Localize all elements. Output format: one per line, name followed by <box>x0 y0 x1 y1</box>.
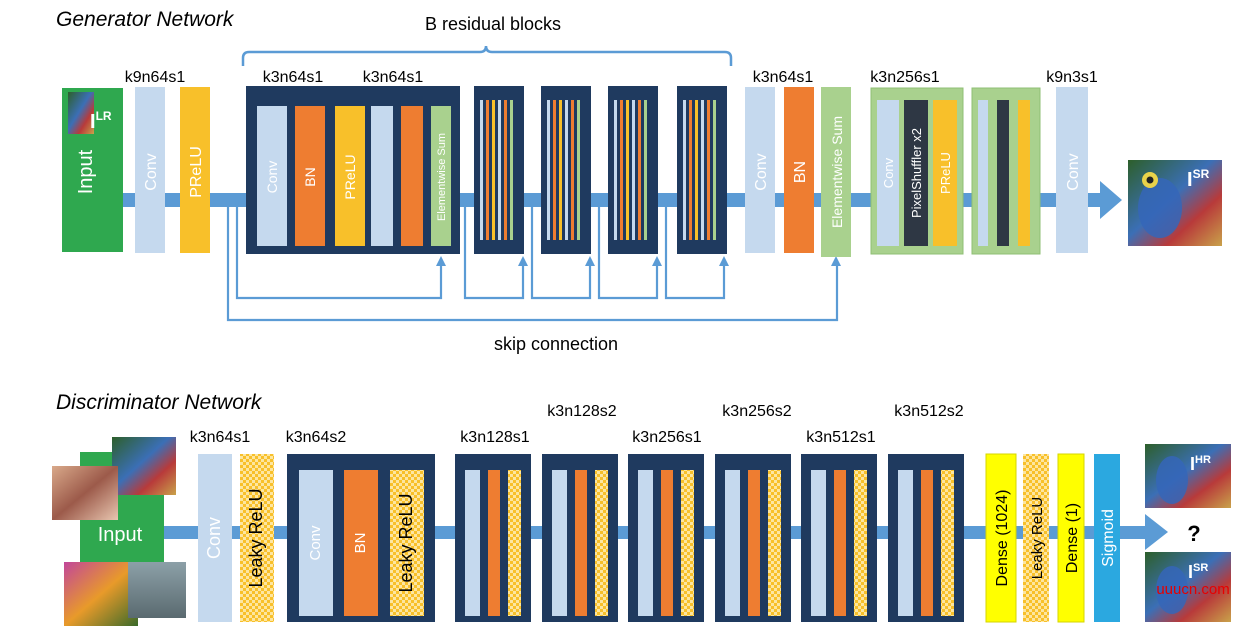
disc-block-2 <box>455 454 531 622</box>
gen-residual-block-2 <box>474 86 524 254</box>
input-thumb-parrot <box>112 437 176 495</box>
disc-spec-s3: k3n128s1 <box>460 429 529 446</box>
disc-spec-s7: k3n512s1 <box>806 429 875 446</box>
gen-spec-conv1: k9n64s1 <box>125 69 186 86</box>
watermark: uuucn.com <box>1156 581 1229 598</box>
svg-text:BN: BN <box>302 167 318 186</box>
svg-text:PReLU: PReLU <box>188 146 205 198</box>
disc-sr-image: ISR <box>1145 552 1231 622</box>
disc-block-7 <box>888 454 964 622</box>
disc-sr-tag: ISR <box>1188 562 1208 582</box>
disc-spec-s8: k3n512s2 <box>894 403 963 420</box>
svg-text:Elementwise Sum: Elementwise Sum <box>436 133 448 221</box>
skip-connection-label: skip connection <box>494 334 618 354</box>
residual-blocks-brace <box>241 45 733 66</box>
svg-text:Leaky ReLU: Leaky ReLU <box>246 488 266 587</box>
discriminator-title: Discriminator Network <box>56 391 263 414</box>
gen-post-conv: Conv <box>745 87 775 253</box>
gen-residual-block-5 <box>677 86 727 254</box>
svg-text:Conv: Conv <box>881 157 896 188</box>
gen-elementwise-sum: Elementwise Sum <box>821 87 851 257</box>
svg-text:Elementwise Sum: Elementwise Sum <box>829 116 845 228</box>
svg-text:Conv: Conv <box>143 153 160 190</box>
svg-text:PReLU: PReLU <box>938 152 953 194</box>
disc-leaky-relu1: Leaky ReLU <box>240 454 274 622</box>
svg-text:Conv: Conv <box>307 525 324 561</box>
svg-text:PReLU: PReLU <box>342 154 358 199</box>
disc-leaky-relu2: Leaky ReLU <box>1023 454 1049 622</box>
disc-block-5 <box>715 454 791 622</box>
svg-text:Conv: Conv <box>204 517 224 559</box>
svg-text:BN: BN <box>352 533 369 554</box>
input-thumb-boat <box>128 562 186 618</box>
disc-hr-tag: IHR <box>1190 454 1211 474</box>
disc-conv1: Conv <box>198 454 232 622</box>
svg-text:Conv: Conv <box>264 161 280 194</box>
disc-input-label: Input <box>98 524 143 546</box>
svg-text:Sigmoid: Sigmoid <box>1100 509 1117 567</box>
gen-input-tag: ILR <box>90 109 112 133</box>
disc-block-6 <box>801 454 877 622</box>
disc-hr-image: IHR <box>1145 444 1231 508</box>
gen-input-label: Input <box>75 149 97 194</box>
gen-spec-final-conv: k9n3s1 <box>1046 69 1098 86</box>
gen-spec-upsample: k3n256s1 <box>870 69 939 86</box>
disc-dense-1024: Dense (1024) <box>985 453 1017 623</box>
disc-block-expanded: Conv BN Leaky ReLU <box>287 454 435 622</box>
svg-text:BN: BN <box>792 161 809 183</box>
svg-text:PixelShuffler x2: PixelShuffler x2 <box>909 128 924 218</box>
disc-input-block: Input <box>52 437 186 626</box>
gen-residual-block-4 <box>608 86 658 254</box>
disc-block-4 <box>628 454 704 622</box>
residual-blocks-label: B residual blocks <box>425 14 561 34</box>
gen-upsample-block-1: Conv PixelShuffler x2 PReLU <box>870 87 964 255</box>
input-thumb-butterfly <box>64 562 138 626</box>
gen-skip-arrowheads <box>436 256 841 266</box>
svg-text:Dense (1): Dense (1) <box>1064 503 1081 573</box>
gen-conv1: Conv <box>135 87 165 253</box>
gen-post-bn: BN <box>784 87 814 253</box>
disc-question-mark: ? <box>1187 521 1200 546</box>
disc-sigmoid: Sigmoid <box>1094 454 1120 622</box>
svg-text:Leaky ReLU: Leaky ReLU <box>1029 497 1046 580</box>
gen-residual-block-expanded: Conv BN PReLU Elementwise Sum <box>246 86 460 254</box>
lr-image-thumbnail <box>68 92 94 134</box>
gen-spec-res-conv1: k3n64s1 <box>263 69 324 86</box>
gen-prelu1: PReLU <box>180 87 210 253</box>
gen-spec-res-conv2: k3n64s1 <box>363 69 424 86</box>
gen-output-image: ISR <box>1128 160 1222 246</box>
disc-spec-s4: k3n128s2 <box>547 403 616 420</box>
svg-text:Leaky ReLU: Leaky ReLU <box>396 493 416 592</box>
disc-spec-s5: k3n256s1 <box>632 429 701 446</box>
gen-upsample-block-2 <box>971 87 1041 255</box>
generator-title: Generator Network <box>56 8 235 31</box>
disc-spec-s6: k3n256s2 <box>722 403 791 420</box>
gen-skip-lines <box>226 200 839 322</box>
disc-dense-1: Dense (1) <box>1057 453 1085 623</box>
svg-text:Conv: Conv <box>753 153 770 190</box>
disc-spec-s1: k3n64s1 <box>190 429 251 446</box>
gen-residual-block-3 <box>541 86 591 254</box>
gen-input-block: Input ILR <box>62 88 123 252</box>
disc-spec-s2: k3n64s2 <box>286 429 347 446</box>
gen-output-tag: ISR <box>1187 167 1210 191</box>
disc-block-3 <box>542 454 618 622</box>
gen-spec-post-conv: k3n64s1 <box>753 69 814 86</box>
input-thumb-portrait <box>52 466 118 520</box>
gen-final-conv: Conv <box>1056 87 1088 253</box>
svg-text:Conv: Conv <box>1065 153 1082 190</box>
svg-text:Dense (1024): Dense (1024) <box>994 490 1011 587</box>
